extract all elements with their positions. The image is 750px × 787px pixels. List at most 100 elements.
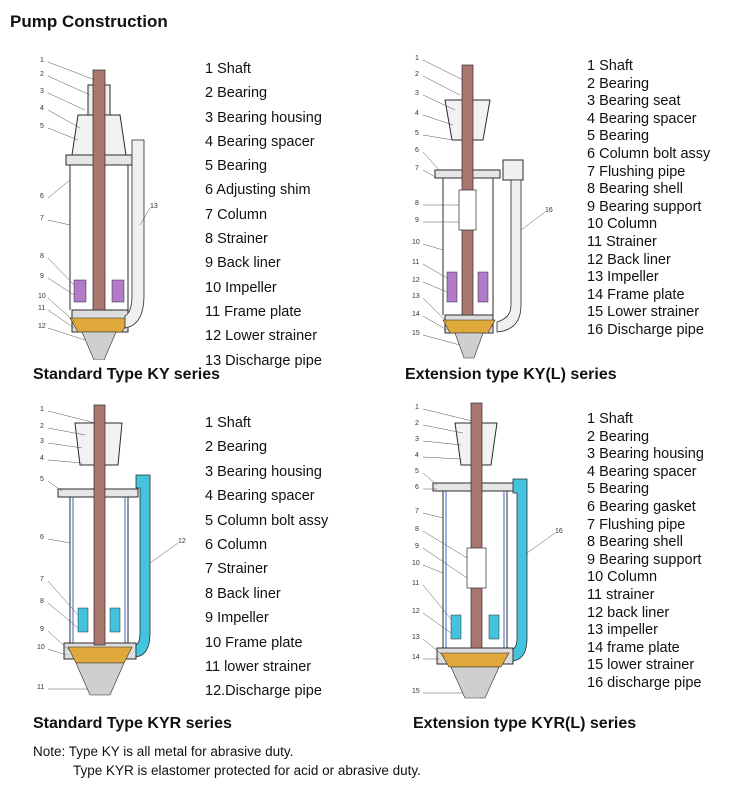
part-item: 9 Bearing support [587,551,702,568]
callout-6: 6 [415,147,419,154]
callout-14: 14 [412,654,420,661]
part-item: 10 Column [587,216,658,233]
callout-11: 11 [412,259,419,266]
shaft [92,69,106,311]
part-item: 4 Bearing spacer [587,463,697,480]
part-item: 10 Column [587,569,658,586]
callout-9: 9 [40,273,44,280]
callout-numbers: 1 2 3 4 5 6 7 8 9 10 11 12 [37,406,186,691]
pump-drawing-kyl: 1 2 3 4 5 6 7 8 9 10 11 12 13 14 15 16 [412,55,553,359]
callout-16: 16 [545,207,553,214]
strainer-part [111,279,125,303]
callout-4: 4 [415,452,419,459]
callout-3: 3 [415,436,419,443]
diagram-panel-kyl: 1 2 3 4 5 6 7 8 9 10 11 12 13 14 15 16 1… [375,40,750,400]
callout-13: 13 [412,293,420,300]
callout-numbers: 1 2 3 4 5 6 7 8 9 10 11 12 13 14 15 16 [412,55,553,337]
callout-10: 10 [412,560,420,567]
part-item: 12 Back liner [587,251,671,268]
parts-list-kyl: 1 Shaft 2 Bearing 3 Bearing seat 4 Beari… [587,58,710,340]
callout-11: 11 [37,684,44,691]
callout-12: 12 [412,608,420,615]
callout-8: 8 [415,526,419,533]
callout-8: 8 [415,200,419,207]
callout-11: 11 [412,580,419,587]
impeller [440,652,510,668]
part-item: 9 Bearing support [587,198,702,215]
part-item: 6 Column bolt assy [587,145,711,162]
callout-8: 8 [40,253,44,260]
part-item: 3 Bearing housing [205,463,322,480]
callout-12: 12 [38,323,46,330]
callout-lines [422,408,556,694]
part-item: 2 Bearing [587,75,650,92]
callout-3: 3 [40,88,44,95]
callout-6: 6 [415,484,419,491]
callout-2: 2 [40,423,44,430]
part-item: 12.Discharge pipe [205,683,322,700]
callout-5: 5 [40,476,44,483]
part-item: 3 Bearing housing [587,446,704,463]
callout-numbers: 1 2 3 4 5 6 7 8 9 10 11 12 13 14 15 16 [412,404,563,695]
callout-10: 10 [412,239,420,246]
part-item: 6 Bearing gasket [587,498,696,515]
part-item: 4 Bearing spacer [205,488,315,505]
part-item: 3 Bearing housing [205,109,322,126]
callout-12: 12 [412,277,420,284]
strainer-part [488,614,500,640]
diagram-panel-kyrl: 1 2 3 4 5 6 7 8 9 10 11 12 13 14 15 16 1… [375,393,750,753]
callout-5: 5 [415,468,419,475]
series-title: Standard Type KY series [33,366,221,383]
part-item: 2 Bearing [205,439,268,456]
callout-9: 9 [415,543,419,550]
callout-10: 10 [38,293,46,300]
callout-numbers: 1 2 3 4 5 6 7 8 9 10 11 12 13 [38,57,158,330]
callout-1: 1 [415,55,419,62]
part-item: 5 Column bolt assy [205,512,329,529]
callout-2: 2 [415,71,419,78]
part-item: 13 Impeller [587,269,659,286]
note-line: Type KYR is elastomer protected for acid… [73,763,421,778]
callout-5: 5 [40,123,44,130]
part-item: 1 Shaft [205,415,251,431]
callout-1: 1 [40,57,44,64]
shaft [93,404,106,646]
callout-7: 7 [415,508,419,515]
strainer-part [77,607,89,633]
callout-8: 8 [40,598,44,605]
discharge-pipe [124,139,145,329]
series-title: Extension type KY(L) series [405,366,617,383]
callout-4: 4 [40,455,44,462]
callout-3: 3 [415,90,419,97]
part-item: 5 Bearing [587,481,650,498]
bearing-shell [466,547,487,589]
part-item: 3 Bearing seat [587,93,681,110]
series-title: Standard Type KYR series [33,715,232,732]
strainer-part [477,271,489,303]
part-item: 6 Adjusting shim [205,182,311,199]
callout-9: 9 [415,217,419,224]
part-item: 7 Flushing pipe [587,516,686,533]
part-item: 4 Bearing spacer [587,110,697,127]
callout-7: 7 [415,165,419,172]
part-item: 9 Back liner [205,255,281,272]
callout-13: 13 [412,634,420,641]
callout-lines [47,61,151,341]
part-item: 8 Bearing shell [587,534,683,551]
callout-7: 7 [40,215,44,222]
strainer-part [109,607,121,633]
callout-5: 5 [415,130,419,137]
callout-6: 6 [40,193,44,200]
part-item: 14 Frame plate [587,286,685,303]
impeller [67,646,133,664]
parts-list-ky: 1 Shaft 2 Bearing 3 Bearing housing 4 Be… [205,57,322,373]
callout-14: 14 [412,311,420,318]
callout-6: 6 [40,534,44,541]
part-item: 1 Shaft [205,61,251,77]
callout-3: 3 [40,438,44,445]
discharge-pipe [496,179,522,333]
part-item: 7 Column [205,206,268,223]
callout-1: 1 [415,404,419,411]
part-item: 7 Strainer [205,561,268,578]
part-item: 2 Bearing [205,85,268,102]
